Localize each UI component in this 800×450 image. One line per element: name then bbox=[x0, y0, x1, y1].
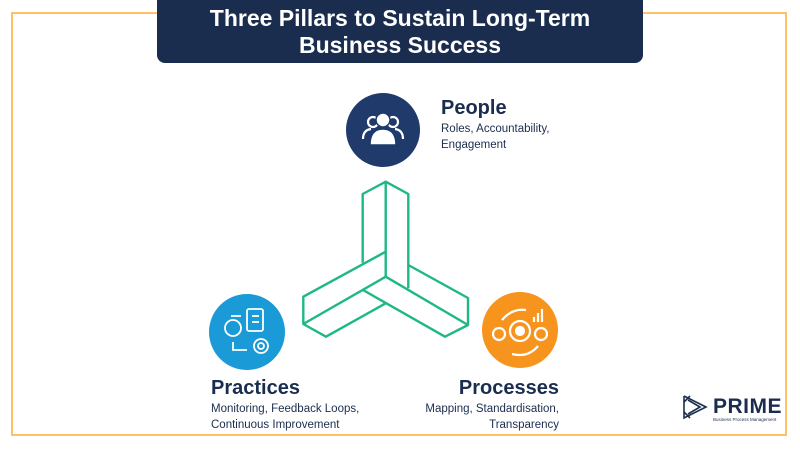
people-heading: People bbox=[441, 97, 507, 119]
processes-details: Mapping, Standardisation, Transparency bbox=[425, 401, 559, 433]
title-banner: Three Pillars to Sustain Long-Term Busin… bbox=[157, 0, 643, 63]
processes-circle bbox=[482, 292, 558, 368]
right-arm-edge bbox=[385, 275, 469, 327]
people-details: Roles, Accountability, Engagement bbox=[441, 121, 549, 153]
title-line-2: Business Success bbox=[298, 32, 501, 58]
people-group-icon bbox=[361, 112, 405, 146]
prime-logo-icon bbox=[683, 395, 708, 420]
practices-details: Monitoring, Feedback Loops, Continuous I… bbox=[211, 401, 359, 433]
clipboard-thumbs-up-gear-icon bbox=[224, 308, 269, 354]
practices-circle bbox=[209, 294, 285, 370]
prime-logo-tagline: Business Process Management bbox=[713, 417, 777, 422]
people-circle bbox=[346, 93, 420, 167]
gears-cycle-icon bbox=[491, 308, 549, 357]
practices-detail-1: Monitoring, Feedback Loops, bbox=[211, 403, 360, 415]
people-detail-2: Engagement bbox=[441, 139, 507, 151]
left-arm bbox=[302, 250, 387, 338]
practices-heading: Practices bbox=[211, 377, 300, 399]
processes-heading: Processes bbox=[458, 377, 559, 399]
right-arm bbox=[362, 263, 470, 338]
people-detail-1: Roles, Accountability, bbox=[441, 123, 550, 135]
practices-detail-2: Continuous Improvement bbox=[211, 419, 340, 431]
left-arm-edge bbox=[302, 275, 387, 326]
title-line-1: Three Pillars to Sustain Long-Term bbox=[209, 5, 591, 31]
processes-detail-2: Transparency bbox=[489, 419, 559, 431]
prime-logo-text: PRIME bbox=[713, 395, 783, 418]
processes-detail-1: Mapping, Standardisation, bbox=[425, 403, 559, 415]
